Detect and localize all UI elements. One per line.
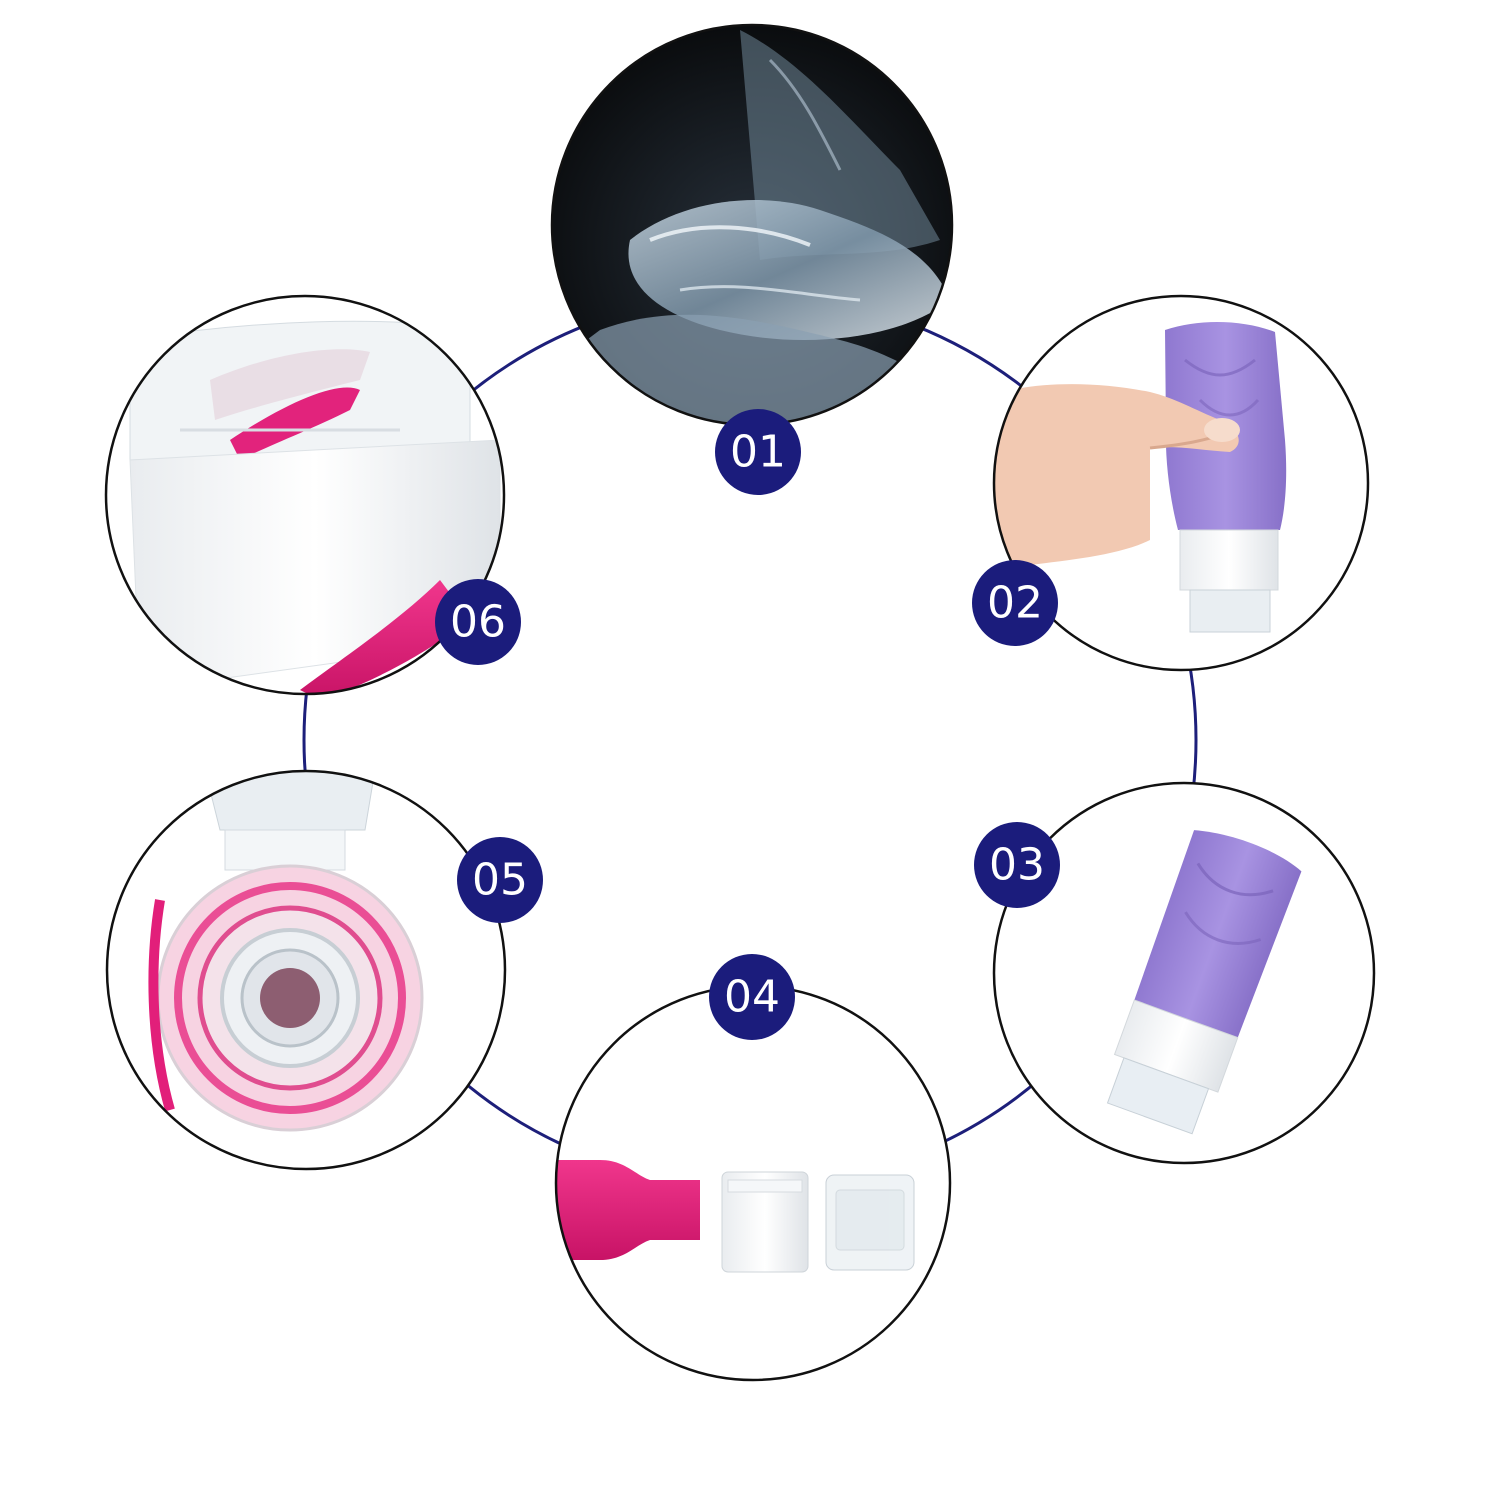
panel-05-photo bbox=[107, 771, 505, 1169]
badge-01-label: 01 bbox=[730, 427, 786, 478]
panel-03-photo bbox=[994, 783, 1374, 1163]
panel-01-photo bbox=[552, 25, 952, 425]
badge-03-label: 03 bbox=[989, 840, 1045, 891]
panel-05: 05 bbox=[105, 769, 543, 1171]
badge-01: 01 bbox=[715, 409, 801, 495]
panel-06: 06 bbox=[104, 294, 521, 696]
panel-06-photo bbox=[106, 296, 504, 694]
badge-05: 05 bbox=[457, 837, 543, 923]
badge-04: 04 bbox=[709, 954, 795, 1040]
badge-04-label: 04 bbox=[724, 972, 780, 1023]
badge-02-label: 02 bbox=[987, 578, 1043, 629]
panel-03: 03 bbox=[974, 781, 1376, 1165]
panel-03-outline bbox=[992, 781, 1376, 1165]
panel-02-outline bbox=[992, 294, 1370, 672]
panel-04: 04 bbox=[554, 954, 952, 1382]
badge-02: 02 bbox=[972, 560, 1058, 646]
panel-02: 02 bbox=[972, 294, 1370, 672]
badge-03: 03 bbox=[974, 822, 1060, 908]
panel-04-photo bbox=[556, 986, 950, 1380]
panel-06-outline bbox=[104, 294, 506, 696]
panel-05-outline bbox=[105, 769, 507, 1171]
badge-06: 06 bbox=[435, 579, 521, 665]
badge-06-label: 06 bbox=[450, 597, 506, 648]
panel-02-photo bbox=[994, 296, 1368, 670]
panel-01: 01 bbox=[550, 23, 954, 495]
badge-05-label: 05 bbox=[472, 855, 528, 906]
